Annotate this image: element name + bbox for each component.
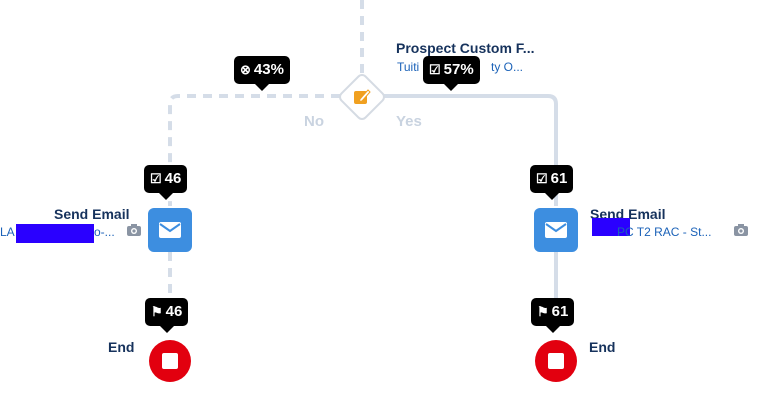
right-end-node[interactable] xyxy=(535,340,577,382)
left-end-node[interactable] xyxy=(149,340,191,382)
redaction-block xyxy=(16,224,94,243)
x-circle-icon: ⊗ xyxy=(240,62,251,77)
left-send-email-node[interactable] xyxy=(148,208,192,252)
right-end-count: 61 xyxy=(551,303,569,320)
checkbox-icon: ☑ xyxy=(150,171,162,186)
decision-node-icon-wrap xyxy=(342,77,382,117)
left-sent-badge[interactable]: ☑ 46 xyxy=(144,165,188,200)
stop-icon xyxy=(548,353,564,369)
right-sent-badge[interactable]: ☑ 61 xyxy=(530,165,574,200)
left-send-email-sub-prefix[interactable]: LA xyxy=(0,225,15,239)
right-sent-count: 61 xyxy=(550,170,568,187)
decision-subtitle-tail[interactable]: ty O... xyxy=(491,60,524,74)
left-end-count: 46 xyxy=(165,303,183,320)
right-send-email-sub[interactable]: PC T2 RAC - St... xyxy=(617,225,712,239)
right-end-label: End xyxy=(589,339,616,355)
edit-icon xyxy=(354,89,371,104)
left-sent-count: 46 xyxy=(164,170,182,187)
envelope-icon xyxy=(159,222,181,238)
decision-subtitle[interactable]: Tuiti xyxy=(397,60,420,74)
yes-percentage: 57% xyxy=(443,61,474,78)
camera-icon[interactable] xyxy=(127,224,141,239)
left-end-label: End xyxy=(108,339,135,355)
camera-icon[interactable] xyxy=(734,224,748,239)
checkered-flag-icon: ⚑ xyxy=(537,304,549,319)
decision-title[interactable]: Prospect Custom F... xyxy=(396,40,535,56)
envelope-icon xyxy=(545,222,567,238)
yes-branch-connector xyxy=(384,94,558,206)
left-send-email-sub-suffix[interactable]: o-... xyxy=(94,225,115,239)
redaction-block xyxy=(592,218,630,236)
checkbox-icon: ☑ xyxy=(536,171,548,186)
yes-percentage-badge[interactable]: ☑ 57% xyxy=(423,56,480,91)
stop-icon xyxy=(162,353,178,369)
right-end-badge[interactable]: ⚑ 61 xyxy=(531,298,575,333)
no-branch-connector xyxy=(168,94,340,206)
no-branch-label: No xyxy=(304,113,324,130)
no-percentage: 43% xyxy=(253,61,284,78)
no-percentage-badge[interactable]: ⊗ 43% xyxy=(234,56,290,91)
checkbox-icon: ☑ xyxy=(429,62,441,77)
checkered-flag-icon: ⚑ xyxy=(151,304,163,319)
left-end-badge[interactable]: ⚑ 46 xyxy=(145,298,189,333)
right-send-email-node[interactable] xyxy=(534,208,578,252)
yes-branch-label: Yes xyxy=(396,113,422,130)
left-send-email-title[interactable]: Send Email xyxy=(54,206,130,222)
